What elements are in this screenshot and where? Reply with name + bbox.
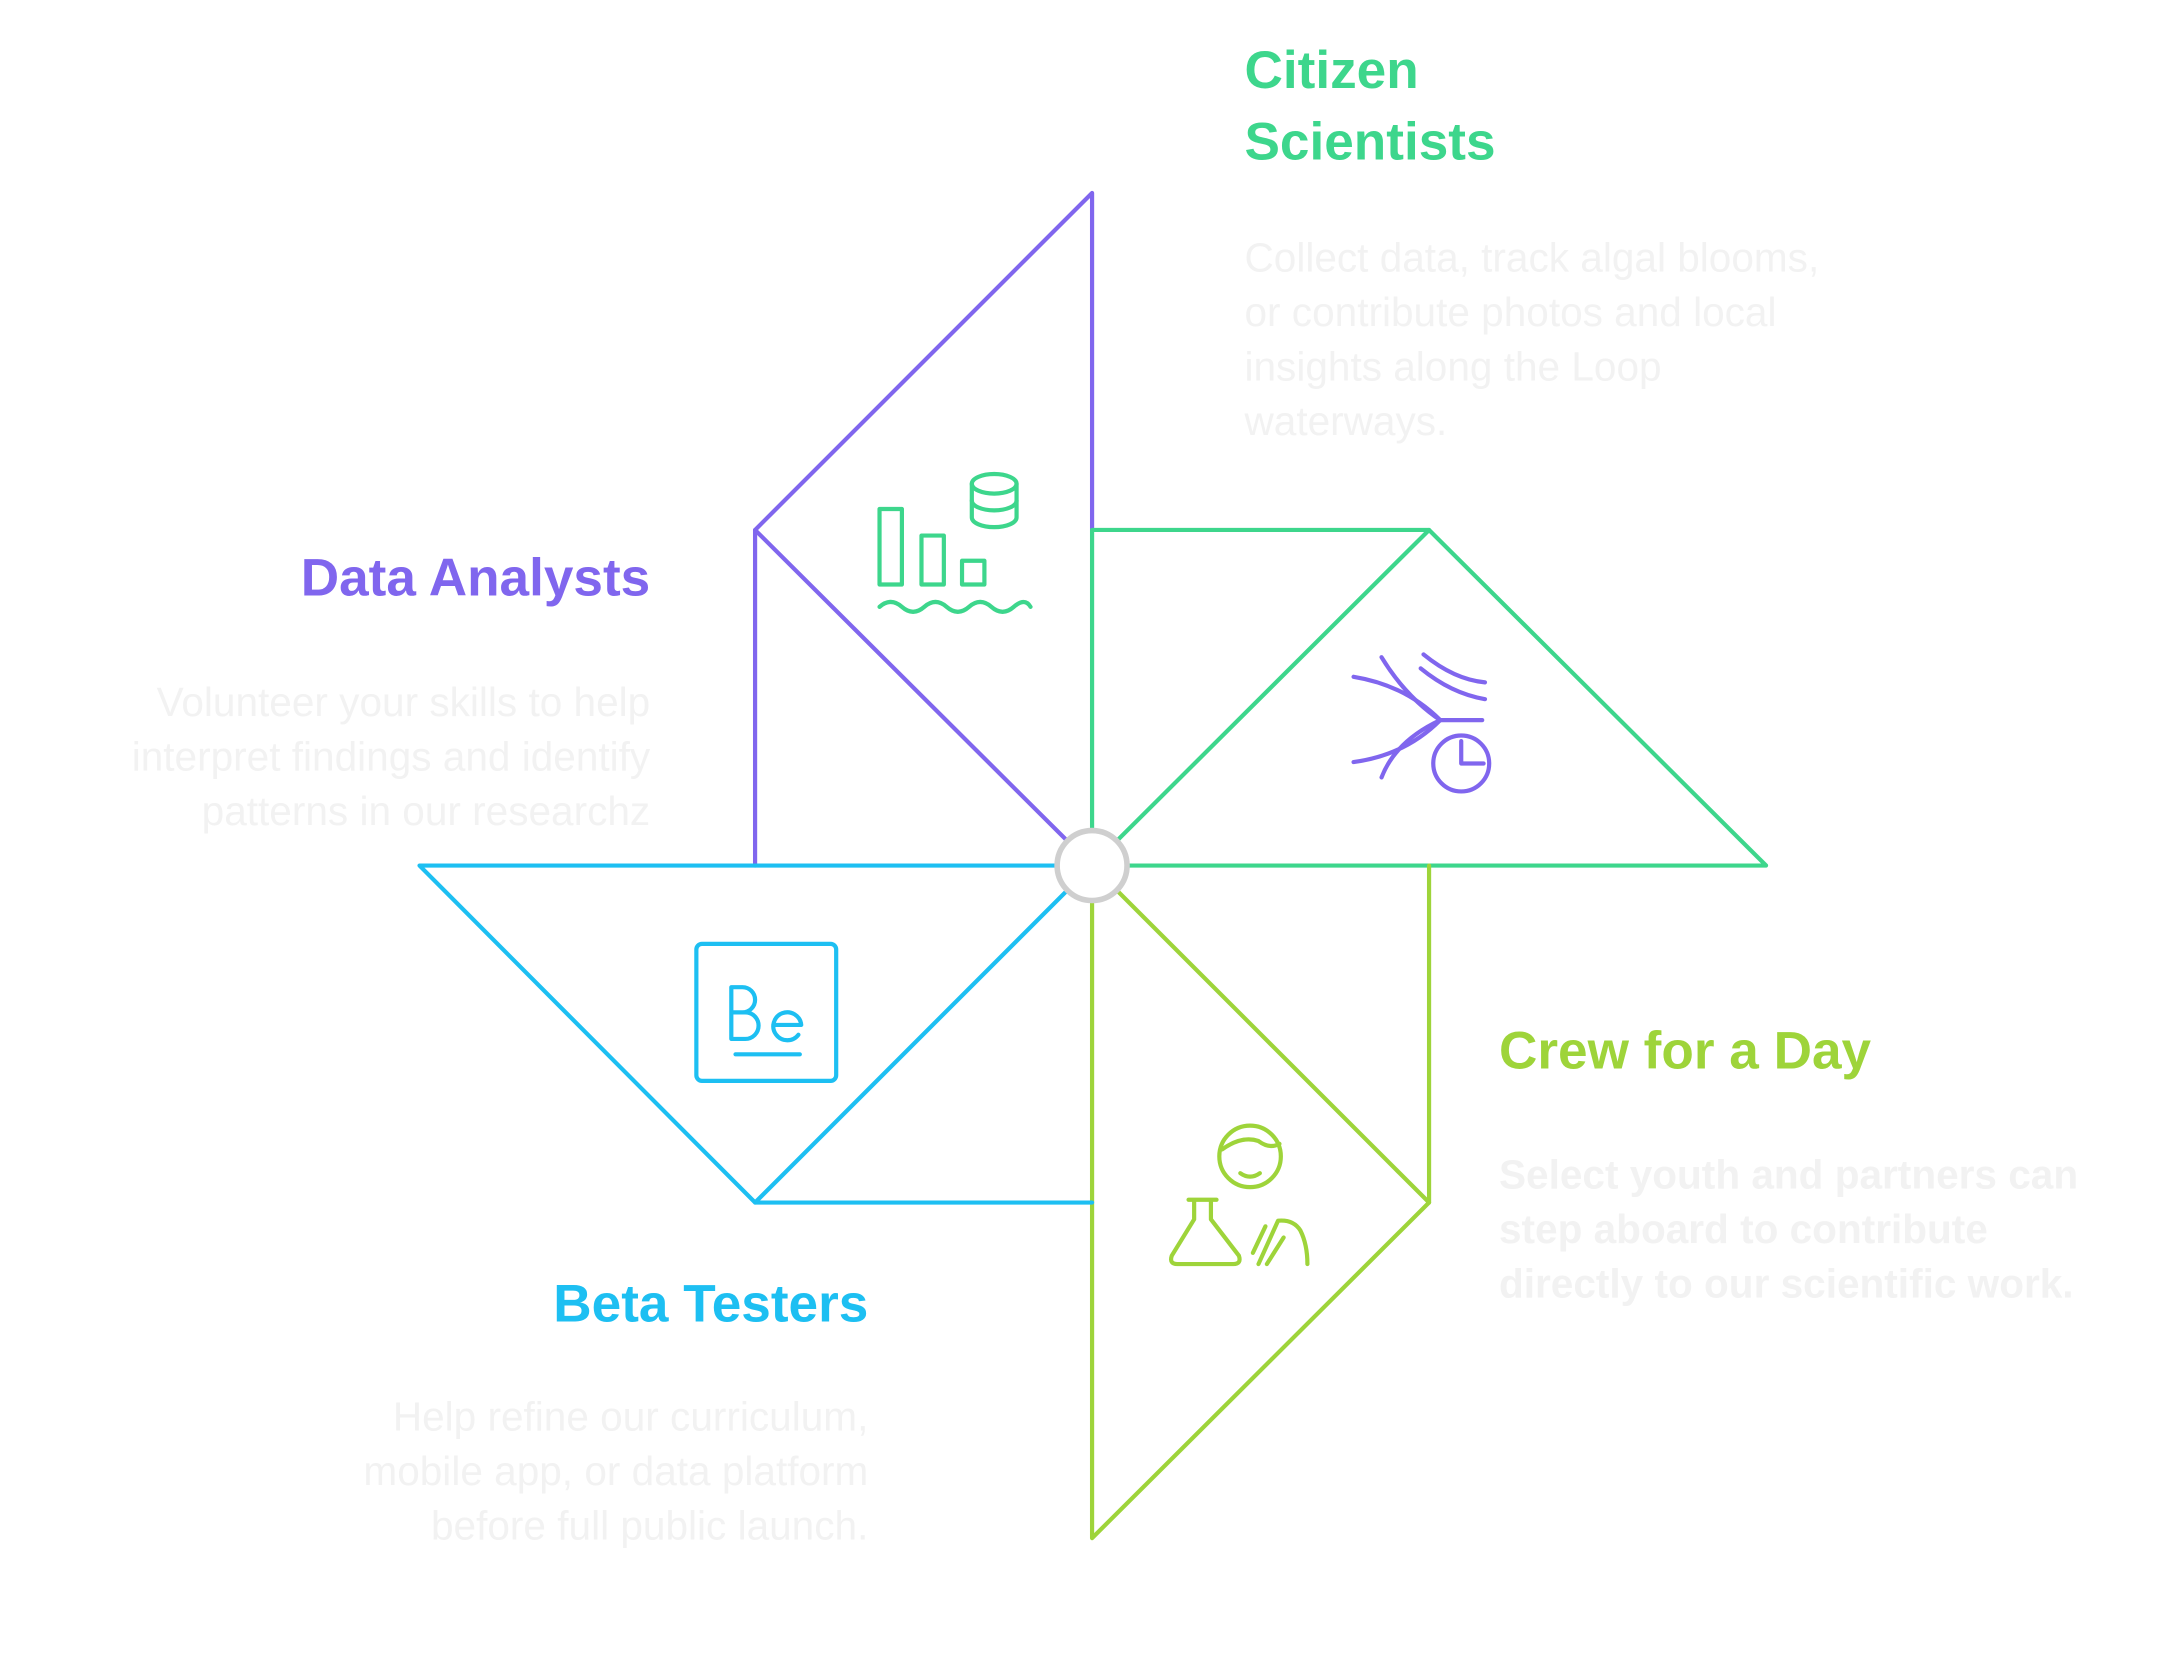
citizen-scientists-title: Citizen Scientists	[1244, 36, 1495, 179]
crew-for-a-day-description: Select youth and partners can step aboar…	[1498, 1153, 2079, 1308]
scientist-icon	[1168, 1123, 1310, 1267]
blade-crew-for-a-day	[1089, 863, 1432, 1541]
center-hub	[1054, 827, 1130, 904]
beta-testers-description: Help refine our curriculum, mobile app, …	[363, 1395, 869, 1550]
blade-citizen-scientists	[1089, 527, 1769, 868]
behance-icon	[694, 941, 839, 1083]
crew-for-a-day-title: Crew for a Day	[1498, 1022, 1872, 1081]
citizen-scientists-title-line-2: Scientists	[1244, 113, 1496, 172]
data-analysts-title: Data Analysts	[300, 549, 651, 609]
citizen-scientists-title-line-1: Citizen	[1244, 41, 1419, 101]
citizen-scientists-description: Collect data, track algal blooms, or con…	[1244, 236, 1820, 445]
beta-testers-title: Beta Testers	[553, 1275, 869, 1334]
blade-beta-testers	[417, 863, 1095, 1205]
blade-data-analysts	[752, 190, 1095, 868]
data-analysts-description: Volunteer your skills to help interpret …	[131, 680, 651, 835]
wind-chart-icon	[1351, 652, 1492, 794]
bar-chart-database-icon	[877, 471, 1033, 614]
